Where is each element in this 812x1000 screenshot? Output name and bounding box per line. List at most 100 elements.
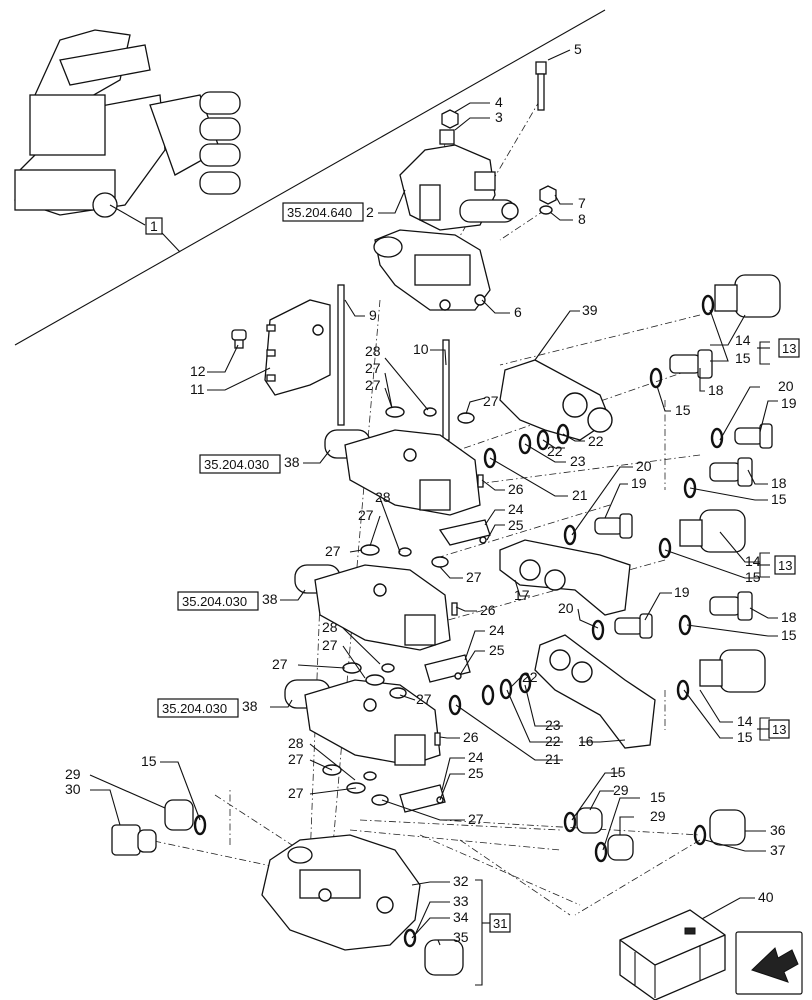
ref-13-a: 13	[782, 341, 796, 356]
callout-18-a: 18	[708, 382, 724, 398]
callout-17: 17	[514, 587, 530, 603]
callout-14-c: 14	[737, 713, 753, 729]
callout-19-a: 19	[781, 395, 797, 411]
cover-part-16	[534, 634, 656, 749]
navigation-arrow[interactable]	[735, 931, 803, 995]
lever-part-24-b	[424, 654, 471, 683]
callout-7: 7	[578, 195, 586, 211]
callout-21-b: 21	[545, 751, 561, 767]
callout-27-j: 27	[288, 751, 304, 767]
callout-34: 34	[453, 909, 469, 925]
callout-25-b: 25	[489, 642, 505, 658]
reference-35-204-030-top[interactable]: 35.204.030	[199, 454, 281, 474]
reference-13-c[interactable]: 13	[768, 719, 790, 739]
leader-lines	[89, 49, 778, 986]
callout-numbers: 5 4 3 2 7 8 6 9 10 12 11 28 27 27 27 39 …	[65, 41, 797, 945]
callout-22-b: 22	[547, 443, 563, 459]
tie-rod-part-9	[337, 284, 345, 426]
assembly-guides	[139, 99, 701, 916]
callout-4: 4	[495, 94, 503, 110]
callout-22-d: 22	[545, 733, 561, 749]
callout-26-a: 26	[508, 481, 524, 497]
callout-15-a: 15	[735, 350, 751, 366]
callout-27-a: 27	[365, 360, 381, 376]
callout-38-c: 38	[242, 698, 258, 714]
overview-thumbnail: 1	[14, 9, 606, 346]
washer-part-8	[539, 205, 553, 215]
valve-section-part-38-bottom	[284, 679, 441, 766]
plug-part-36	[709, 809, 746, 846]
callout-33: 33	[453, 893, 469, 909]
callout-24-a: 24	[508, 501, 524, 517]
callout-20-b: 20	[636, 458, 652, 474]
valve-section-part-38-mid	[294, 564, 451, 651]
reference-13-a[interactable]: 13	[778, 338, 800, 358]
callout-26-c: 26	[463, 729, 479, 745]
callout-2: 2	[366, 204, 374, 220]
callout-18-b: 18	[771, 475, 787, 491]
callout-14-b: 14	[745, 553, 761, 569]
tie-rod-part-10	[442, 339, 450, 441]
reference-35-204-030-bottom[interactable]: 35.204.030	[157, 698, 239, 718]
callout-15-e: 15	[781, 627, 797, 643]
callout-27-h: 27	[272, 656, 288, 672]
callout-20-a: 20	[778, 378, 794, 394]
callout-24-c: 24	[468, 749, 484, 765]
callout-25-a: 25	[508, 517, 524, 533]
ref-13-c: 13	[772, 722, 786, 737]
callout-15-g: 15	[141, 753, 157, 769]
callout-30: 30	[65, 781, 81, 797]
cover-part-17	[499, 539, 631, 616]
callout-15-d: 15	[745, 569, 761, 585]
overview-valve-assembly	[14, 29, 241, 226]
ref-31: 31	[493, 916, 507, 931]
callout-28-c: 28	[322, 619, 338, 635]
coupler-part-14-top	[714, 274, 781, 318]
callout-35: 35	[453, 929, 469, 945]
reference-35-204-030-mid[interactable]: 35.204.030	[177, 591, 259, 611]
o-rings	[193, 294, 724, 863]
callout-15-b: 15	[675, 402, 691, 418]
ref-label-640: 35.204.640	[287, 205, 352, 220]
callout-36: 36	[770, 822, 786, 838]
washer-part-34	[403, 928, 417, 948]
end-body-part-32	[261, 834, 421, 951]
valve-section-part-38-top	[324, 429, 481, 516]
callout-15-c: 15	[771, 491, 787, 507]
plug-part-18-b	[709, 457, 753, 487]
callout-27-d: 27	[358, 507, 374, 523]
callout-10: 10	[413, 341, 429, 357]
solenoid-valve-part-2	[399, 144, 519, 231]
back-arrow-icon	[751, 947, 799, 983]
callout-25-c: 25	[468, 765, 484, 781]
plug-part-18-c	[709, 591, 753, 621]
callout-39: 39	[582, 302, 598, 318]
callout-28-d: 28	[288, 735, 304, 751]
callout-37: 37	[770, 842, 786, 858]
callout-38-a: 38	[284, 454, 300, 470]
callout-15-f: 15	[737, 729, 753, 745]
callout-21-a: 21	[572, 487, 588, 503]
reference-35-204-640[interactable]: 35.204.640	[282, 202, 364, 222]
callout-29-left: 29	[65, 766, 81, 782]
cover-part-39	[499, 359, 613, 441]
plug-part-29-right-b	[607, 834, 634, 861]
callout-1: 1	[150, 218, 158, 234]
callout-27-e: 27	[325, 543, 341, 559]
spacer-part-3	[439, 129, 455, 145]
lever-part-24-c	[399, 784, 446, 813]
callout-27-b: 27	[365, 377, 381, 393]
plug-part-29-right-a	[576, 807, 603, 834]
callout-26-b: 26	[480, 602, 496, 618]
plug-part-19-a	[734, 423, 773, 449]
ref-label-030-bottom: 35.204.030	[162, 701, 227, 716]
callout-27-g: 27	[322, 637, 338, 653]
callout-24-b: 24	[489, 622, 505, 638]
screw-part-12	[231, 329, 247, 349]
bolt-part-5	[535, 61, 547, 111]
reference-13-b[interactable]: 13	[774, 555, 796, 575]
plug-part-18-a	[669, 349, 713, 379]
plug-part-35	[424, 939, 464, 976]
reference-31[interactable]: 31	[489, 913, 511, 933]
